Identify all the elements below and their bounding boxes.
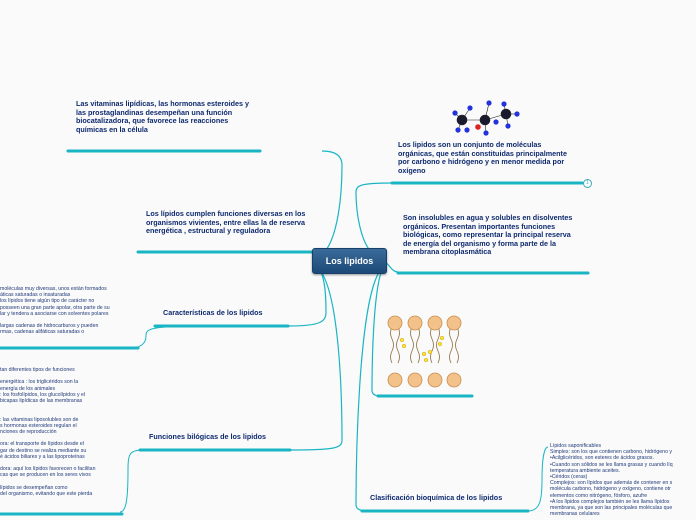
central-topic[interactable]: Los lipidos: [312, 248, 387, 274]
detail-line: cas que se producen en los seres vivos: [0, 472, 91, 479]
lipid-tail: [410, 326, 420, 364]
connector-vitaminas: [311, 150, 343, 261]
detail-line: temperatura ambiente aceites.: [550, 467, 621, 474]
detail-line: Lípidos saponificables: [550, 443, 602, 449]
phospholipid-head: [407, 372, 423, 388]
phospholipid-head: [407, 315, 423, 331]
detail-line: •Acilglicéridos, son esteres de ácidos g…: [550, 455, 654, 462]
connector-membrane: [371, 263, 386, 397]
lipid-bilayer-illustration: [387, 315, 462, 388]
detail-line: •Céridos (ceras): [550, 474, 588, 481]
notes-badge[interactable]: 1: [583, 179, 592, 188]
detail-line: : los fosfolípidos, los glucolípidos y e…: [0, 391, 86, 398]
detail-line: moléculas muy diversas, unos están forma…: [0, 286, 107, 292]
connector-caracteristicas-detail: [129, 325, 201, 349]
detail-line: tan diferentes tipos de funciones: [0, 367, 75, 373]
cholesterol-molecule: [399, 337, 405, 343]
lipid-tail: [449, 326, 459, 364]
detail-line: Complejos: son lípidos que además de con…: [550, 480, 673, 487]
detail-line: lar y tendera a asociarse con solventes …: [0, 310, 109, 317]
detail-line: energía de los animales: [0, 385, 56, 392]
detail-line: posseen una gran parte apolar, otra part…: [0, 304, 110, 311]
detail-line: ora: el transporte de lípidos desde el: [0, 441, 84, 448]
detail-line: •Cuando son sólidos se les llama grasas …: [550, 461, 673, 468]
cholesterol-molecule: [401, 343, 407, 349]
node-vitaminas[interactable]: Las vitaminas lipídicas, las hormonas es…: [76, 99, 249, 134]
detail-line: del organismo, evitando que este pierda: [0, 491, 93, 498]
node-funciones-diversas[interactable]: Los lípidos cumplen funciones diversas e…: [146, 209, 306, 236]
detail-line: gar de destino se realiza mediante su: [0, 447, 87, 454]
detail-line: é ácidos biliares y a las lipoproteínas: [0, 453, 85, 460]
connector-funciones-detail: [119, 449, 147, 513]
detail-line: dora: aquí los lípidos favorecen o facil…: [0, 466, 96, 473]
phospholipid-head: [387, 372, 403, 388]
detail-line: membrana, ya que son las principales mol…: [550, 505, 673, 512]
connector-clasificacion-detail: [527, 446, 549, 512]
phospholipid-head: [387, 315, 403, 331]
detail-line: energética : los triglicéridos son la: [0, 379, 79, 386]
detail-line: áticas saturadas o insaturadas: [0, 292, 71, 299]
node-clasificacion[interactable]: Clasificación bioquímica de los lipidos: [370, 493, 503, 502]
detail-line: Simples: son los que contienen carbono, …: [550, 449, 672, 456]
detail-line: rmas, cadenas alifáticas saturadas o: [0, 329, 85, 336]
detail-line: •A los lípidos complejos también se les …: [550, 498, 670, 505]
detail-funciones: tan diferentes tipos de funciones energé…: [0, 367, 120, 497]
detail-line: bicapas lipídicas de las membranas: [0, 398, 83, 405]
detail-line: nciones de reproducción: [0, 429, 57, 436]
detail-line: molécula carbono, hidrógeno y oxígeno, c…: [550, 486, 671, 493]
cholesterol-molecule: [427, 349, 433, 355]
cholesterol-molecule: [437, 341, 443, 347]
phospholipid-head: [446, 315, 462, 331]
detail-line: lípidos se desempeñan como: [0, 484, 68, 491]
detail-line: elementos como nitrógeno, fósforo, azufr…: [550, 492, 648, 499]
detail-line: largas cadenas de hidrocarburos y pueden: [0, 323, 99, 330]
node-funciones-biologicas[interactable]: Funciones bilógicas de los lipidos: [149, 432, 267, 441]
connector-clasificacion: [355, 265, 386, 512]
detail-line: membranas celulares: [550, 511, 600, 518]
node-caracteristicas[interactable]: Características de los lipidos: [163, 308, 263, 317]
phospholipid-head: [427, 315, 443, 331]
detail-line: : las vitaminas liposolubles son de: [0, 416, 79, 423]
connector-conjunto: [355, 182, 393, 261]
detail-line: s hormonas esteroides regulan el: [0, 422, 77, 429]
phospholipid-head: [446, 372, 462, 388]
phospholipid-head: [427, 372, 443, 388]
lipid-molecule-illustration: [452, 100, 520, 136]
connector-funciones-biologicas: [289, 263, 343, 451]
node-insolubles[interactable]: Son insolubles en agua y solubles en dis…: [403, 213, 573, 257]
detail-caracteristicas: moléculas muy diversas, unos están forma…: [0, 286, 140, 336]
detail-line: los lípidos tiene algún tipo de carácter…: [0, 298, 95, 305]
cholesterol-molecule: [423, 357, 429, 363]
lipid-tail: [430, 326, 440, 364]
cholesterol-molecule: [439, 335, 445, 341]
lipid-tail: [390, 326, 400, 364]
node-conjunto[interactable]: Los lipidos son un conjunto de moléculas…: [398, 140, 567, 175]
cholesterol-molecule: [421, 351, 427, 357]
